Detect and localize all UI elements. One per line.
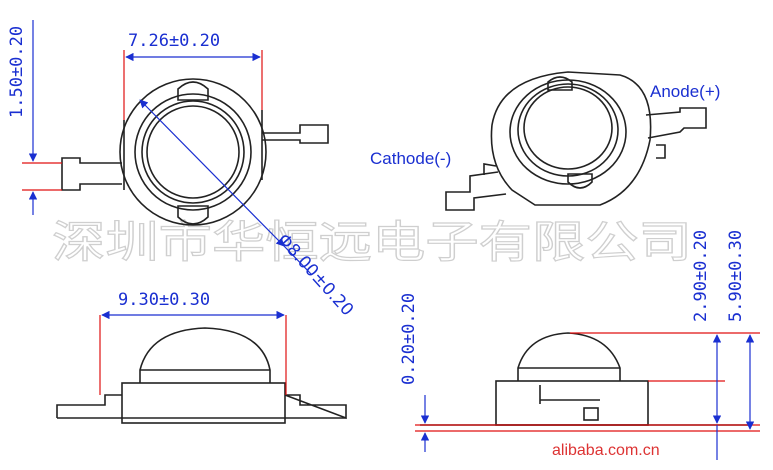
isometric-labels: Anode(+) Cathode(-) — [370, 82, 720, 168]
dim-small-offset: 0.20±0.20 — [399, 293, 419, 385]
side-view-right — [420, 332, 750, 426]
top-view-dimensions: 7.26±0.20 1.50±0.20 Φ8.00±0.20 — [7, 20, 357, 320]
side-view-left — [56, 327, 347, 424]
dim-total-height: 5.90±0.30 — [726, 230, 746, 322]
dim-bottom-width: 9.30±0.30 — [118, 290, 210, 310]
side-view-left-dimensions: 9.30±0.30 — [99, 290, 287, 395]
cathode-label: Cathode(-) — [370, 149, 451, 168]
footer-brand: alibaba.com.cn — [552, 442, 660, 459]
side-view-right-dimensions: 0.20±0.20 2.90±0.20 5.90±0.30 — [399, 230, 760, 460]
dim-dome-height: 2.90±0.20 — [691, 230, 711, 322]
anode-label: Anode(+) — [650, 82, 720, 101]
watermark-text: 深圳市华恒远电子有限公司 — [52, 217, 692, 268]
top-view — [61, 78, 329, 226]
dim-lead-height: 1.50±0.20 — [7, 26, 27, 118]
dim-top-width: 7.26±0.20 — [128, 31, 220, 51]
isometric-view — [445, 71, 707, 211]
